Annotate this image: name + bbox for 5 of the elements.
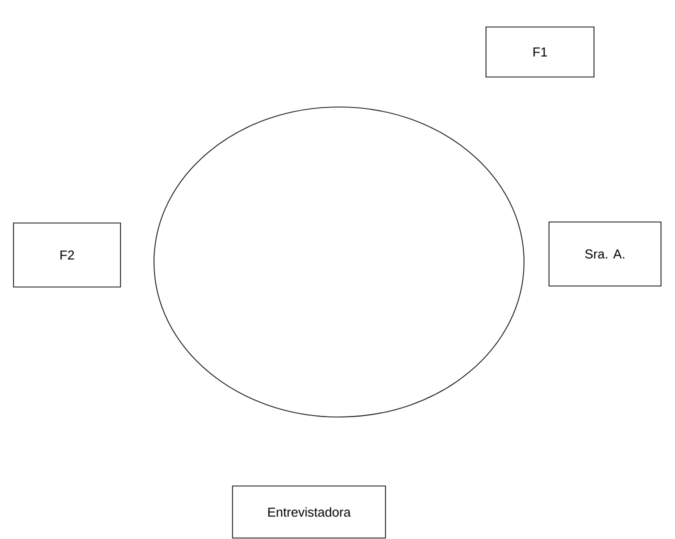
text-box: Sra. A. bbox=[548, 222, 662, 286]
text-box: Entrevistadora bbox=[232, 486, 386, 538]
ellipse-shape bbox=[154, 106, 524, 418]
text-box: F1 bbox=[486, 26, 594, 78]
text-box: F2 bbox=[13, 222, 121, 288]
